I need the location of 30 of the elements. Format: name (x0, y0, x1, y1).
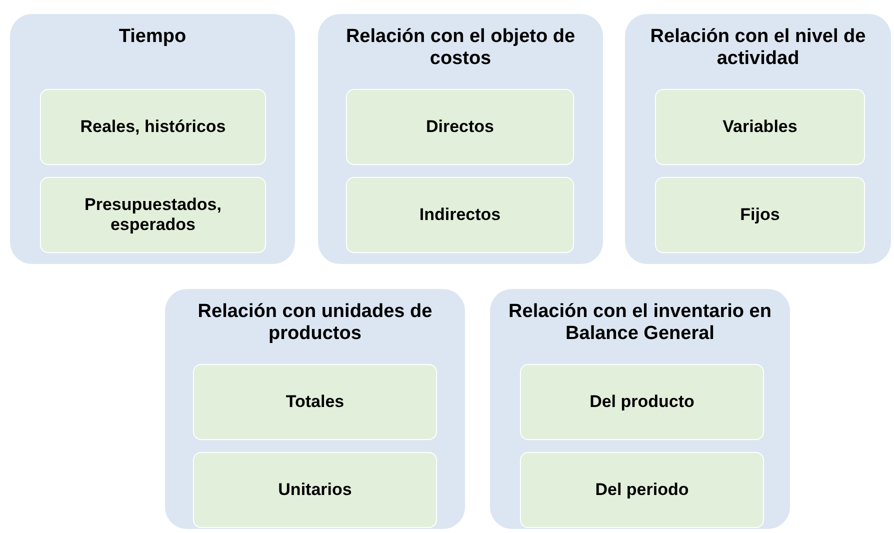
category-group-panel (318, 14, 603, 264)
item-label: Totales (284, 392, 346, 412)
category-item-box (193, 364, 437, 440)
category-item-box (520, 364, 764, 440)
category-group-panel (490, 289, 790, 529)
item-label: Variables (722, 117, 798, 137)
item-label: Reales, históricos (79, 117, 227, 137)
category-item-box (40, 89, 266, 165)
group-title: Relación con el inventario en Balance General (508, 301, 772, 345)
item-label: Del periodo (594, 480, 690, 500)
item-label: Unitarios (277, 480, 353, 500)
group-title: Tiempo (118, 26, 188, 48)
category-item-box (346, 177, 574, 253)
item-label: Directos (424, 117, 496, 137)
category-item-box (655, 89, 865, 165)
item-label: Del producto (588, 392, 696, 412)
category-item-box (655, 177, 865, 253)
category-item-box (193, 452, 437, 528)
category-group-panel (625, 14, 891, 264)
category-group-panel (165, 289, 465, 529)
category-item-box (40, 177, 266, 253)
category-group-panel (10, 14, 295, 264)
category-item-box (520, 452, 764, 528)
group-title: Relación con el objeto de costos (344, 26, 576, 70)
item-label: Presupuestados, esperados (84, 195, 222, 235)
group-title: Relación con el nivel de actividad (649, 26, 867, 70)
item-label: Fijos (739, 205, 781, 225)
group-title: Relación con unidades de productos (196, 301, 434, 345)
category-item-box (346, 89, 574, 165)
item-label: Indirectos (418, 205, 502, 225)
